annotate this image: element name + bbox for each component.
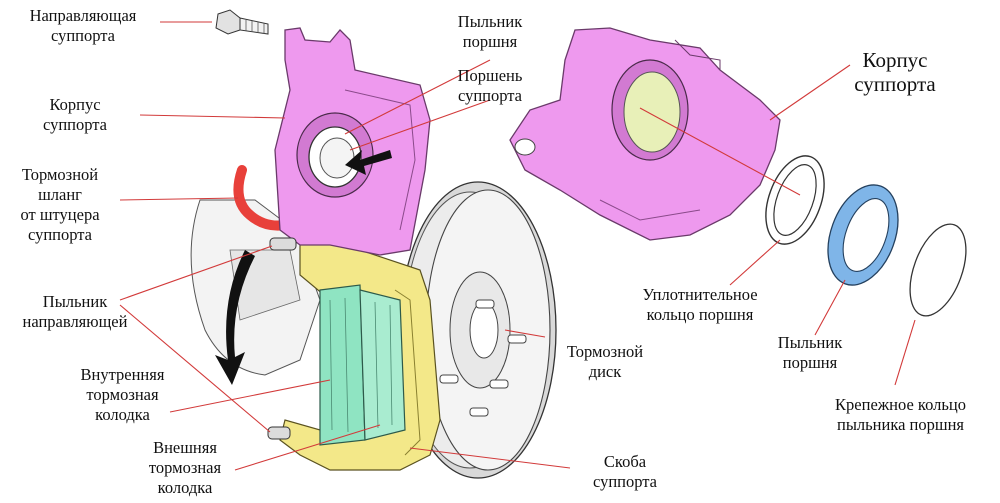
- label-brake-hose-line4: суппорта: [27, 225, 93, 244]
- boot-retaining-ring: [909, 223, 967, 317]
- piston-seal-ring: [765, 155, 825, 245]
- label-guide-boot-line2: направляющей: [22, 312, 128, 331]
- label-guide-pin-line1: Направляющая: [29, 6, 137, 25]
- label-inner-pad: Внутренняя тормозная колодка: [60, 365, 185, 425]
- label-brake-hose-line3: от штуцера: [20, 205, 100, 224]
- label-piston-boot-top-line1: Пыльник: [457, 12, 523, 31]
- label-outer-pad: Внешняя тормозная колодка: [130, 438, 240, 498]
- label-outer-pad-line3: колодка: [157, 478, 213, 497]
- label-caliper-body-right: Корпус суппорта: [830, 48, 960, 96]
- guide-pin-bolt: [215, 9, 269, 35]
- label-piston-line1: Поршень: [457, 66, 523, 85]
- wheel-studs: [439, 299, 527, 417]
- label-caliper-body-right-line2: суппорта: [854, 72, 936, 96]
- label-piston: Поршень суппорта: [425, 66, 555, 106]
- caliper-body-right: [509, 27, 781, 241]
- label-brake-hose: Тормозной шланг от штуцера суппорта: [0, 165, 120, 245]
- label-guide-pin: Направляющая суппорта: [8, 6, 158, 46]
- label-bracket-line1: Скоба: [603, 452, 647, 471]
- guide-pin-boots: [267, 237, 297, 440]
- label-piston-line2: суппорта: [457, 86, 523, 105]
- label-retaining-ring-line2: пыльника поршня: [836, 415, 964, 434]
- label-inner-pad-line1: Внутренняя: [80, 365, 165, 384]
- label-brake-hose-line2: шланг: [38, 185, 82, 204]
- label-piston-boot-right-line1: Пыльник: [777, 333, 843, 352]
- label-retaining-ring: Крепежное кольцо пыльника поршня: [808, 395, 993, 435]
- leader-lines: [119, 21, 916, 471]
- label-piston-seal: Уплотнительное кольцо поршня: [610, 285, 790, 325]
- label-brake-disc-line2: диск: [588, 362, 622, 381]
- label-retaining-ring-line1: Крепежное кольцо: [835, 395, 966, 414]
- label-outer-pad-line1: Внешняя: [153, 438, 217, 457]
- label-bracket-line2: суппорта: [592, 472, 658, 491]
- label-piston-boot-top-line2: поршня: [462, 32, 518, 51]
- label-guide-pin-line2: суппорта: [50, 26, 116, 45]
- label-caliper-body-right-line1: Корпус: [862, 48, 928, 72]
- brake-pads: [319, 284, 406, 446]
- label-caliper-body-line2: суппорта: [42, 115, 108, 134]
- label-inner-pad-line3: колодка: [95, 405, 150, 424]
- label-caliper-body: Корпус суппорта: [10, 95, 140, 135]
- label-piston-seal-line1: Уплотнительное: [642, 285, 758, 304]
- label-piston-boot-right: Пыльник поршня: [750, 333, 870, 373]
- label-piston-boot-top: Пыльник поршня: [425, 12, 555, 52]
- rotation-arrow: [215, 250, 255, 385]
- label-caliper-body-line1: Корпус: [49, 95, 101, 114]
- label-guide-boot-line1: Пыльник: [42, 292, 108, 311]
- label-outer-pad-line2: тормозная: [148, 458, 222, 477]
- label-brake-disc: Тормозной диск: [540, 342, 670, 382]
- label-brake-hose-line1: Тормозной: [21, 165, 99, 184]
- label-bracket: Скоба суппорта: [560, 452, 690, 492]
- piston-boot: [827, 184, 899, 286]
- label-piston-boot-right-line2: поршня: [782, 353, 838, 372]
- label-piston-seal-line2: кольцо поршня: [646, 305, 754, 324]
- brake-hose: [233, 165, 290, 231]
- label-brake-disc-line1: Тормозной: [566, 342, 644, 361]
- caliper-body-left: [274, 27, 431, 256]
- label-inner-pad-line2: тормозная: [86, 385, 159, 404]
- label-guide-boot: Пыльник направляющей: [0, 292, 150, 332]
